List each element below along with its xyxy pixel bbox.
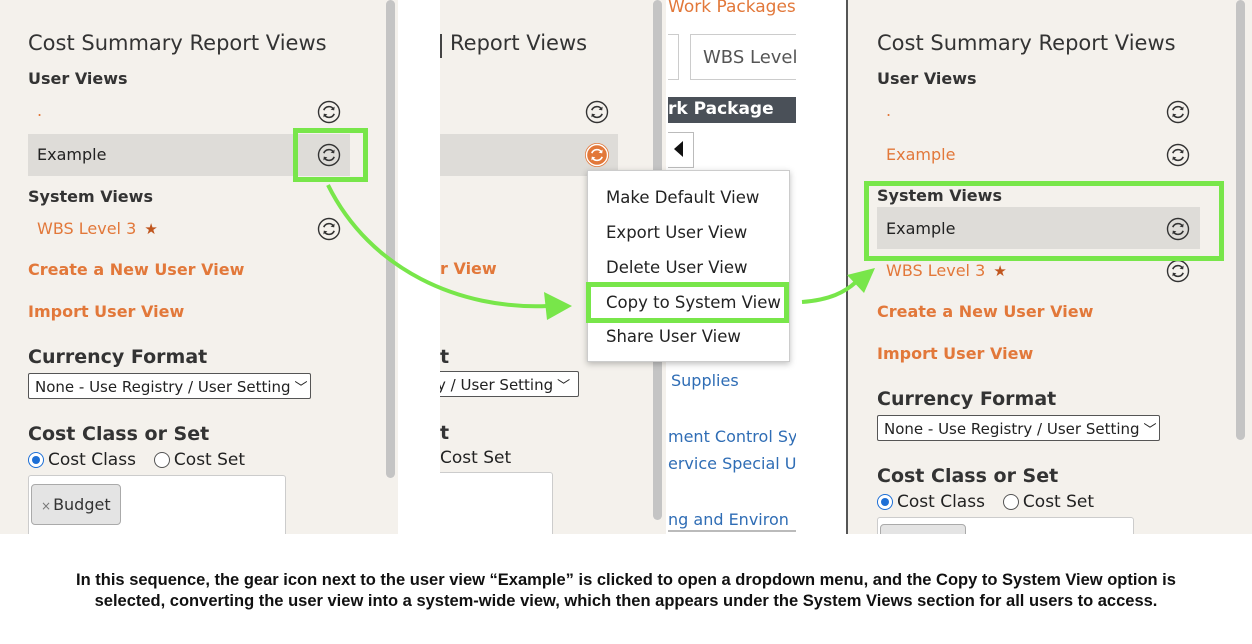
cost-class-label: Cost Class or Set xyxy=(877,465,1059,487)
cost-class-listbox[interactable] xyxy=(440,472,553,534)
wbs-level-input-text: WBS Level xyxy=(703,47,796,68)
menu-make-default-view[interactable]: Make Default View xyxy=(606,188,760,207)
star-icon: ★ xyxy=(144,220,158,238)
currency-format-value: None - Use Registry / User Setting xyxy=(884,420,1140,438)
radio-cost-class[interactable] xyxy=(28,452,44,468)
menu-delete-user-view[interactable]: Delete User View xyxy=(606,258,748,277)
chevron-down-icon: ﹀ xyxy=(294,381,308,396)
currency-format-select-partial[interactable]: y / User Setting﹀ xyxy=(440,371,579,397)
system-view-label: WBS Level 3 xyxy=(37,219,137,238)
panel-before: Cost Summary Report Views User Views . E… xyxy=(0,0,398,534)
views-title-partial: Report Views xyxy=(450,31,588,55)
create-user-view-link[interactable]: Create a New User View xyxy=(28,260,245,279)
panel-menu: Report Views r View t y / User Setting﹀ … xyxy=(440,0,666,534)
caret-left-icon[interactable] xyxy=(674,141,683,157)
refresh-gear-icon[interactable] xyxy=(317,143,341,167)
caption-text: In this sequence, the gear icon next to … xyxy=(76,571,1176,610)
currency-format-label: Currency Format xyxy=(28,346,208,368)
user-view-example[interactable]: Example xyxy=(886,145,956,164)
import-user-view-link[interactable]: Import User View xyxy=(28,302,185,321)
create-user-view-link[interactable]: Create a New User View xyxy=(877,302,1094,321)
menu-export-user-view[interactable]: Export User View xyxy=(606,223,748,242)
refresh-gear-icon[interactable] xyxy=(317,100,341,124)
environ-link[interactable]: ng and Environ xyxy=(668,510,789,529)
chevron-down-icon: ﹀ xyxy=(1143,423,1157,438)
menu-share-user-view[interactable]: Share User View xyxy=(606,327,741,346)
system-views-label: System Views xyxy=(877,186,1002,205)
chip-label: Budget xyxy=(53,495,111,514)
cost-type-radios: Cost Class Cost Set xyxy=(877,492,1094,512)
table-header xyxy=(668,97,796,123)
currency-format-label: Currency Format xyxy=(877,388,1057,410)
views-title: Cost Summary Report Views xyxy=(877,31,1176,55)
refresh-gear-icon[interactable] xyxy=(585,100,609,124)
user-view-dot[interactable]: . xyxy=(886,101,892,120)
refresh-gear-icon[interactable] xyxy=(1166,100,1190,124)
view-actions-menu: Make Default View Export User View Delet… xyxy=(587,170,790,362)
bottom-border xyxy=(668,530,796,532)
star-icon: ★ xyxy=(993,262,1007,280)
panel-divider xyxy=(846,0,848,534)
table-header-text: rk Package xyxy=(668,99,774,119)
user-views-label: User Views xyxy=(28,69,128,88)
refresh-gear-icon[interactable] xyxy=(317,217,341,241)
radio-cost-class[interactable] xyxy=(877,494,893,510)
radio-cost-class-label: Cost Class xyxy=(897,492,985,512)
system-view-row-example[interactable] xyxy=(877,207,1200,249)
cost-type-radios: Cost Class Cost Set xyxy=(28,450,245,470)
title-cursor xyxy=(440,34,442,58)
system-view-wbs-level-3[interactable]: WBS Level 3 ★ xyxy=(37,219,158,238)
system-view-label: WBS Level 3 xyxy=(886,261,986,280)
user-view-example[interactable]: Example xyxy=(37,145,107,164)
user-view-dot[interactable]: . xyxy=(37,101,43,120)
refresh-gear-active-icon[interactable] xyxy=(585,143,609,167)
currency-format-value-partial: y / User Setting xyxy=(440,376,554,394)
views-title: Cost Summary Report Views xyxy=(28,31,327,55)
user-views-label: User Views xyxy=(877,69,977,88)
chip-remove-icon[interactable]: × xyxy=(41,499,52,513)
import-user-view-link[interactable]: Import User View xyxy=(877,344,1034,363)
project-select[interactable] xyxy=(668,34,679,80)
scrollbar[interactable] xyxy=(386,0,395,478)
wbs-level-input[interactable] xyxy=(690,34,796,80)
system-view-example[interactable]: Example xyxy=(886,219,956,238)
cost-class-label-partial: t xyxy=(440,422,450,444)
refresh-gear-icon[interactable] xyxy=(1166,259,1190,283)
currency-format-value: None - Use Registry / User Setting xyxy=(35,378,291,396)
create-user-view-link-partial[interactable]: r View xyxy=(440,259,497,278)
radio-cost-class-label: Cost Class xyxy=(48,450,136,470)
cost-class-label: Cost Class or Set xyxy=(28,423,210,445)
currency-format-select[interactable]: None - Use Registry / User Setting﹀ xyxy=(877,415,1160,441)
currency-format-select[interactable]: None - Use Registry / User Setting﹀ xyxy=(28,373,311,399)
currency-format-label-partial: t xyxy=(440,346,450,368)
scrollbar[interactable] xyxy=(1236,0,1245,440)
radio-cost-set-label: Cost Set xyxy=(1022,492,1095,512)
work-packages-header: Work Packages xyxy=(668,0,796,17)
budget-chip-partial xyxy=(880,524,966,534)
special-link[interactable]: ervice Special Us xyxy=(668,454,796,473)
supplies-link[interactable]: Supplies xyxy=(671,371,739,390)
radio-cost-set[interactable] xyxy=(1002,494,1019,510)
budget-chip[interactable]: ×Budget xyxy=(31,484,121,525)
refresh-gear-icon[interactable] xyxy=(1166,217,1190,241)
radio-cost-set[interactable] xyxy=(153,452,170,468)
radio-cost-set-partial: Cost Set xyxy=(440,448,512,468)
panel-after: Cost Summary Report Views User Views . E… xyxy=(848,0,1252,534)
radio-cost-set-label: Cost Set xyxy=(173,450,246,470)
system-views-label: System Views xyxy=(28,187,153,206)
refresh-gear-icon[interactable] xyxy=(1166,143,1190,167)
chevron-down-icon: ﹀ xyxy=(557,379,571,394)
menu-copy-to-system-view[interactable]: Copy to System View xyxy=(606,293,781,312)
control-link[interactable]: ment Control Sy xyxy=(668,427,796,446)
system-view-wbs-level-3[interactable]: WBS Level 3 ★ xyxy=(886,261,1007,280)
